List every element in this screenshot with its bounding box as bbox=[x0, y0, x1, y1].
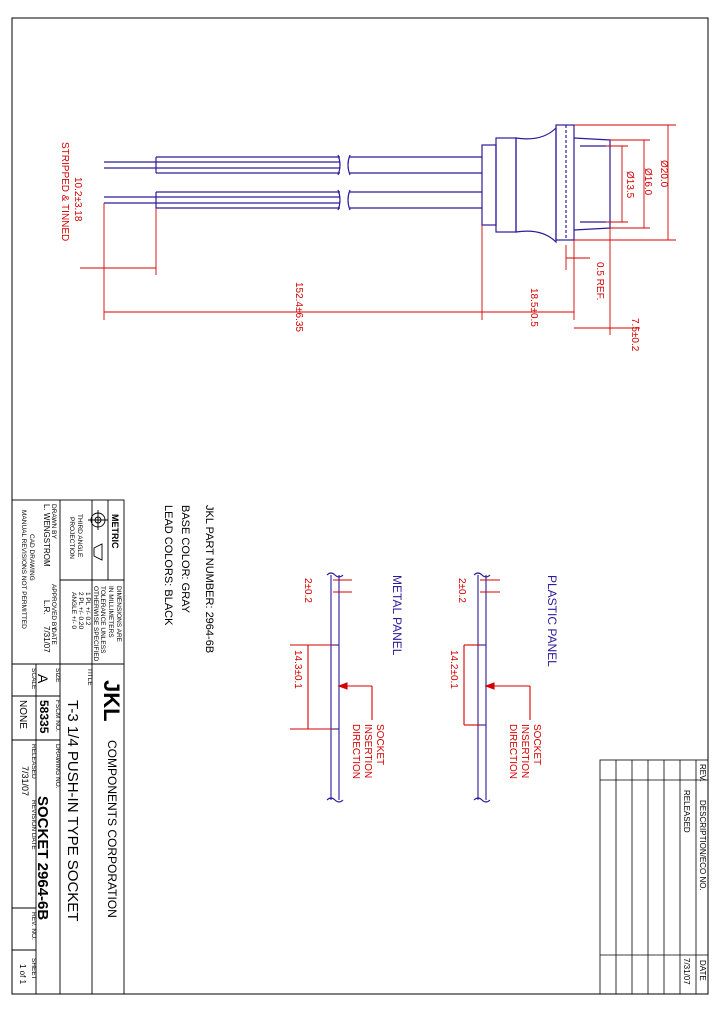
dim-length-7-5: 7.5±0.2 bbox=[629, 318, 640, 352]
scale-value: NONE bbox=[17, 700, 28, 729]
plastic-gap-dim: 2±0.2 bbox=[456, 578, 467, 603]
metal-socket-note-2: INSERTION bbox=[362, 724, 373, 778]
dims-note-7: ANGLE +/- 0 bbox=[70, 592, 77, 629]
dim-diameter-16: Ø16.0 bbox=[642, 168, 653, 196]
rev-header-rev: REV. bbox=[698, 764, 707, 782]
dims-note-4: OTHERWISE SPECIFIED bbox=[92, 586, 99, 662]
drawing-number: SOCKET 2964-6B bbox=[34, 796, 51, 920]
cad-note-1: CAD DRAWING bbox=[28, 534, 35, 581]
released-label: RELEASED bbox=[30, 744, 37, 779]
approved-by: L.R. bbox=[42, 600, 51, 615]
rev-header-description: DESCRIPTION/ECO NO. bbox=[698, 800, 707, 891]
projection-line-1: THIRD ANGLE bbox=[76, 514, 83, 558]
released-value: 7/31/07 bbox=[20, 766, 30, 796]
dim-diameter-20: Ø20.0 bbox=[658, 160, 669, 188]
metal-socket-note-1: SOCKET bbox=[374, 724, 385, 765]
drawn-by-label: DRAWN BY bbox=[50, 504, 57, 539]
note-part-number: JKL PART NUMBER: 2964-6B bbox=[203, 505, 215, 653]
rev-row-description: RELEASED bbox=[682, 790, 691, 833]
dim-ref-0-5: 0.5 REF. bbox=[594, 262, 605, 300]
dim-strip-length: 10.2±3.18 bbox=[72, 177, 83, 222]
dims-note-1: DIMENSIONS ARE bbox=[115, 586, 122, 643]
date: 7/31/07 bbox=[42, 626, 51, 653]
dims-note-3: TOLERANCE UNLESS bbox=[99, 586, 106, 654]
plastic-thickness-dim: 14.2±0.1 bbox=[448, 650, 459, 689]
company-name: COMPONENTS CORPORATION bbox=[105, 740, 119, 918]
plastic-socket-note-2: INSERTION bbox=[519, 724, 530, 778]
dimension-lines bbox=[80, 124, 676, 335]
title-label: TITLE bbox=[86, 668, 93, 686]
size-label: SIZE bbox=[54, 668, 61, 683]
rev-row-date: 7/31/07 bbox=[682, 958, 691, 985]
sheet-value: 1 of 1 bbox=[18, 964, 27, 985]
size-value: A bbox=[35, 674, 51, 684]
fscm-value: 58335 bbox=[37, 700, 51, 734]
date-label: DATE bbox=[50, 628, 57, 646]
metric-label: METRIC bbox=[110, 514, 120, 549]
dim-length-152-4: 152.4±6.35 bbox=[293, 282, 304, 332]
note-lead-colors: LEAD COLORS: BLACK bbox=[162, 505, 174, 626]
plastic-socket-note-1: SOCKET bbox=[531, 724, 542, 765]
drawing-title: T-3 1/4 PUSH-IN TYPE SOCKET bbox=[64, 700, 81, 921]
plastic-panel-title: PLASTIC PANEL bbox=[545, 575, 559, 667]
dims-note-2: IN MILLIMETERS bbox=[107, 586, 114, 638]
title-block bbox=[11, 499, 125, 995]
sheet-label: SHEET bbox=[30, 958, 37, 980]
metal-socket-note-3: DIRECTION bbox=[350, 724, 361, 779]
rev-header-date: DATE bbox=[698, 960, 707, 981]
projection-line-2: PROJECTION bbox=[68, 517, 75, 559]
scale-label: SCALE bbox=[30, 668, 37, 690]
plastic-socket-note-3: DIRECTION bbox=[507, 724, 518, 779]
rev-no-label: REV. NO. bbox=[30, 912, 37, 940]
dims-note-5: 1 PL +/- 0.2 bbox=[84, 592, 91, 626]
metal-thickness-dim: 14.3±0.1 bbox=[292, 650, 303, 689]
third-angle-projection-icon bbox=[88, 510, 108, 561]
dim-length-18-5: 18.5±0.5 bbox=[528, 288, 539, 327]
drawing-no-label: DRAWING NO. bbox=[54, 744, 61, 789]
metal-gap-dim: 2±0.2 bbox=[302, 578, 313, 603]
socket-outline bbox=[104, 124, 611, 244]
revision-table bbox=[599, 759, 709, 995]
fscm-label: FSCM NO. bbox=[54, 700, 61, 732]
cad-note-2: MANUAL REVISIONS NOT PERMITTED bbox=[20, 510, 27, 629]
strip-note: STRIPPED & TINNED bbox=[59, 142, 70, 241]
metal-panel-detail bbox=[326, 572, 344, 803]
dim-diameter-13-5: Ø13.5 bbox=[624, 171, 635, 199]
drawn-by: L. WENGSTROM bbox=[42, 504, 51, 567]
revision-date-label: REVISION DATE bbox=[30, 800, 37, 850]
metal-panel-title: METAL PANEL bbox=[390, 575, 404, 656]
dims-note-6: 2 PL +/- 0.20 bbox=[77, 592, 84, 630]
note-base-color: BASE COLOR: GRAY bbox=[179, 505, 191, 614]
approved-by-label: APPROVED BY bbox=[50, 584, 57, 631]
plastic-panel-detail bbox=[473, 572, 491, 803]
company-logo: JKL bbox=[99, 680, 124, 722]
